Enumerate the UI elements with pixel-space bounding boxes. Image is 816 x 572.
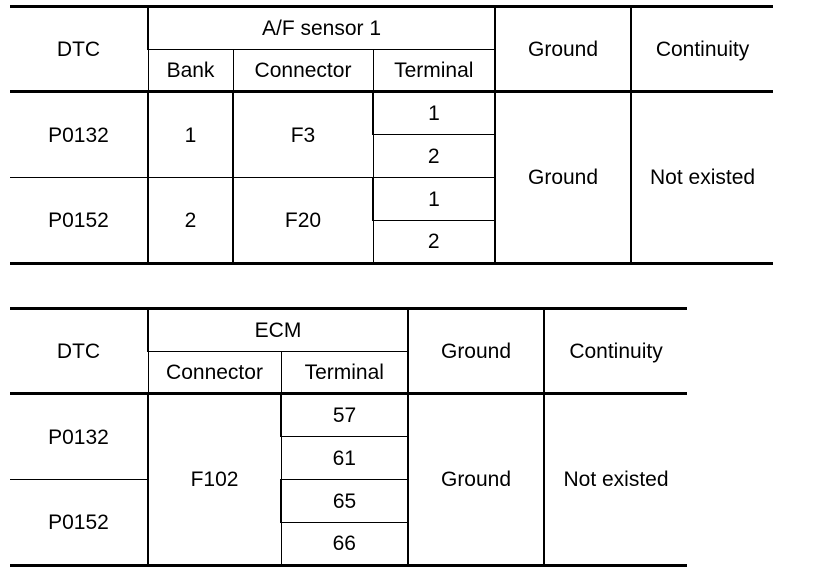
bank-cell: 1: [147, 91, 234, 178]
table-row: 2: [10, 134, 773, 178]
continuity-header: Continuity: [543, 307, 688, 395]
bank-header: Bank: [148, 49, 234, 93]
connector-cell: F3: [232, 91, 374, 178]
ground-cell: Ground: [407, 393, 545, 567]
ecm-group-header: ECM: [146, 307, 409, 352]
table-row: P0152 2 F20 1: [10, 177, 773, 265]
terminal-header: Terminal: [372, 49, 496, 93]
bank-cell: 2: [147, 177, 234, 265]
terminal-header: Terminal: [280, 351, 409, 395]
table-row: P0132 1 F3 1 Ground Not existed: [10, 91, 774, 265]
terminal-cell: 61: [281, 436, 409, 480]
dtc-cell: P0152: [10, 479, 149, 567]
terminal-cell: 66: [281, 522, 409, 567]
ground-header: Ground: [407, 307, 545, 395]
ecm-table: DTC ECM Ground Continuity Connector Term…: [10, 307, 688, 567]
ground-header: Ground: [494, 5, 632, 93]
continuity-header: Continuity: [630, 5, 774, 93]
connector-cell: F20: [232, 177, 374, 265]
connector-header: Connector: [148, 351, 282, 395]
connector-cell: F102: [147, 393, 282, 567]
dtc-cell: P0132: [10, 91, 149, 178]
table-row: 2: [10, 220, 773, 265]
continuity-cell: Not existed: [543, 393, 688, 567]
table-row: P0132 F102 57 Ground Not existed: [10, 393, 688, 567]
terminal-cell: 57: [279, 393, 409, 437]
dtc-header: DTC: [10, 307, 149, 395]
table-row: 66: [10, 522, 687, 567]
terminal-cell: 1: [371, 91, 496, 135]
connector-header: Connector: [232, 49, 374, 93]
table-row: P0152 65: [10, 479, 687, 567]
terminal-cell: 2: [373, 134, 496, 178]
af-sensor-group-header: A/F sensor 1: [146, 5, 496, 50]
dtc-cell: P0132: [10, 393, 149, 480]
af-sensor-table: DTC A/F sensor 1 Ground Continuity Bank …: [10, 5, 774, 265]
terminal-cell: 65: [279, 479, 409, 523]
continuity-cell: Not existed: [630, 91, 774, 265]
terminal-cell: 2: [373, 220, 496, 265]
dtc-cell: P0152: [10, 177, 149, 265]
terminal-cell: 1: [371, 177, 496, 221]
ground-cell: Ground: [494, 91, 632, 265]
dtc-header: DTC: [10, 5, 149, 93]
